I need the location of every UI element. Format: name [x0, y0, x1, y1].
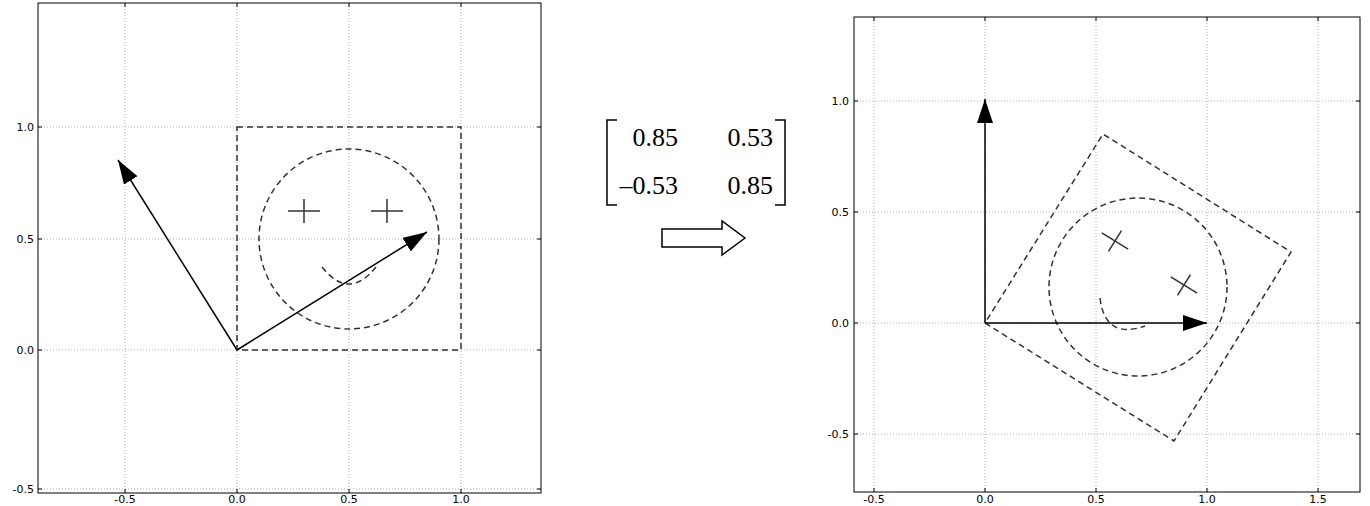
tick-label: 0.0 [17, 345, 35, 356]
tick-label: -0.5 [828, 429, 849, 440]
matrix-entry: –0.53 [620, 173, 679, 199]
right-plot [854, 17, 1360, 492]
eyes [288, 199, 403, 223]
hollow-arrow [662, 221, 745, 255]
left-plot [38, 3, 541, 493]
vectors [118, 160, 427, 350]
matrix-entry: 0.85 [728, 173, 774, 199]
face-circle [259, 149, 439, 329]
vectors [985, 99, 1207, 323]
tick-label: 0.5 [832, 207, 850, 218]
matrix-entry: 0.53 [728, 125, 774, 151]
tick-label: 0.0 [832, 318, 850, 329]
bracket [607, 120, 617, 205]
tick-marks [854, 17, 1360, 492]
grid [854, 17, 1360, 492]
matrix [607, 120, 785, 205]
face-circle [1049, 198, 1227, 376]
tick-label: 1.0 [452, 494, 470, 505]
tick-label: 0.0 [228, 494, 246, 505]
unit-square [237, 127, 461, 350]
tick-label: 1.5 [1309, 494, 1327, 505]
tick-label: 0.5 [1087, 494, 1105, 505]
tick-marks [38, 3, 541, 493]
tick-label: -0.5 [13, 484, 34, 495]
eyes [1102, 231, 1197, 296]
tick-label: 0.5 [340, 494, 358, 505]
smiley [237, 127, 461, 350]
smiley [985, 134, 1291, 441]
tick-label: 0.0 [976, 494, 994, 505]
unit-square [985, 134, 1291, 441]
grid [38, 3, 541, 493]
matrix-entry: 0.85 [633, 125, 679, 151]
tick-label: -0.5 [114, 494, 135, 505]
smile [1100, 298, 1145, 330]
tick-label: 1.0 [17, 122, 35, 133]
plot-frame [854, 17, 1360, 492]
bracket [775, 120, 785, 205]
plot-frame [38, 3, 541, 493]
tick-label: 0.5 [17, 234, 35, 245]
tick-label: 1.0 [832, 96, 850, 107]
tick-label: -0.5 [863, 494, 884, 505]
tick-label: 1.0 [1198, 494, 1216, 505]
